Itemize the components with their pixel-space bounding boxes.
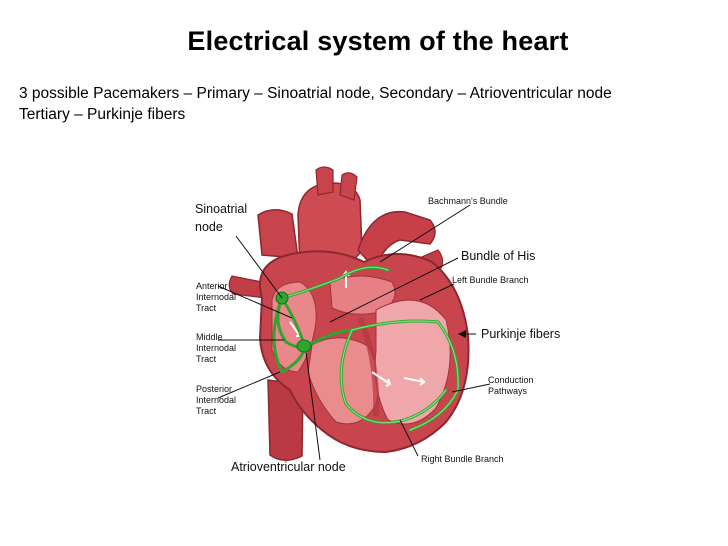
page-title: Electrical system of the heart [187, 26, 569, 56]
label-purkinje-fibers: Purkinje fibers [481, 327, 560, 341]
pulmonary-artery [357, 210, 436, 272]
label-conduction-line1: Conduction [488, 375, 534, 385]
label-bachmanns-bundle: Bachmann's Bundle [428, 196, 508, 206]
label-atrioventricular-node: Atrioventricular node [231, 460, 346, 474]
aortic-branch-1 [315, 166, 334, 196]
aortic-branch-2 [339, 172, 358, 201]
conduction-system [272, 265, 460, 432]
posterior-tract-path [272, 296, 306, 375]
label-posterior-line3: Tract [196, 406, 217, 416]
label-anterior-line3: Tract [196, 303, 217, 313]
label-left-bundle-branch: Left Bundle Branch [452, 275, 529, 285]
label-sinoatrial-line2: node [195, 220, 223, 234]
label-anterior-line1: Anterior [196, 281, 228, 291]
heart-illustration [228, 166, 470, 461]
pulmonary-vein-right [228, 275, 267, 299]
subtitle-line-2: Tertiary – Purkinje fibers [19, 106, 186, 123]
label-bundle-of-his: Bundle of His [461, 249, 535, 263]
label-conduction-line2: Pathways [488, 386, 528, 396]
label-middle-line1: Middle [196, 332, 223, 342]
label-sinoatrial-line1: Sinoatrial [195, 202, 247, 216]
leader-lines [217, 204, 491, 461]
label-middle-line3: Tract [196, 354, 217, 364]
label-posterior-line1: Posterior [196, 384, 232, 394]
label-middle-line2: Internodal [196, 343, 236, 353]
subtitle-line-1: 3 possible Pacemakers – Primary – Sinoat… [19, 85, 612, 102]
label-right-bundle-branch: Right Bundle Branch [421, 454, 504, 464]
label-posterior-line2: Internodal [196, 395, 236, 405]
label-anterior-line2: Internodal [196, 292, 236, 302]
av-node-mark [296, 339, 312, 353]
purkinje-arrowhead [458, 330, 466, 338]
superior-vena-cava [257, 209, 299, 259]
